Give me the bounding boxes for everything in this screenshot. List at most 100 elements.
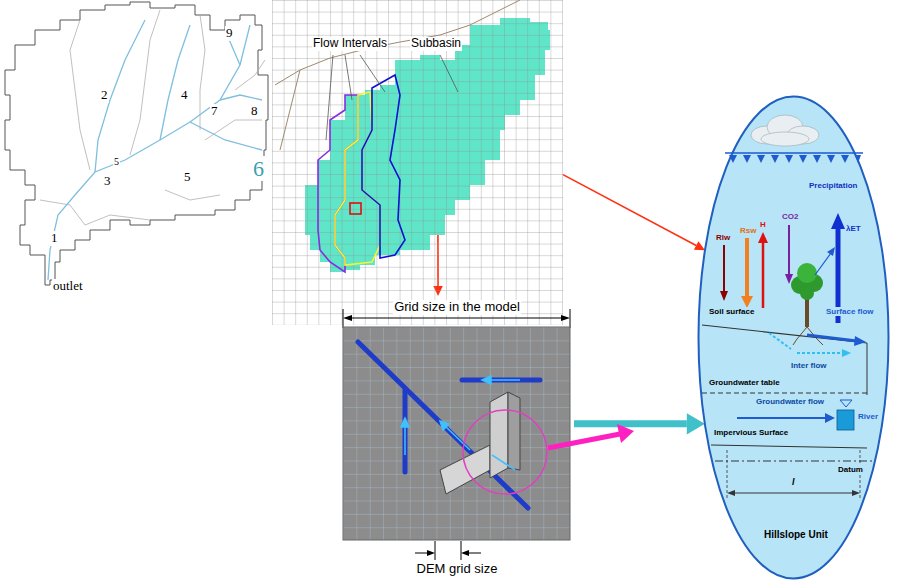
hillslope-ellipse (725, 152, 863, 154)
hillslope-ellipse (723, 245, 725, 293)
river-network (160, 25, 190, 140)
river-network (220, 95, 262, 100)
model-grid-cell (343, 309, 570, 560)
watershed-map (5, 2, 268, 285)
model-grid-cell (461, 541, 462, 560)
node-label: CO2 (781, 212, 799, 221)
model-grid-cell (343, 327, 570, 540)
hillslope-ellipse (797, 352, 843, 354)
magenta-arrow (548, 424, 634, 448)
hillslope-block (490, 392, 508, 478)
hillslope-ellipse (727, 450, 728, 499)
hillslope-ellipse (842, 349, 851, 357)
rain-arrows (771, 155, 779, 163)
hillslope-ellipse (702, 393, 867, 394)
hillslope-ellipse (815, 253, 831, 275)
model-grid-cell (427, 550, 435, 556)
rain-arrows (729, 155, 737, 163)
flow-arrow (574, 413, 705, 434)
flow-arrow (563, 175, 705, 251)
hillslope-ellipse (733, 493, 854, 494)
node-label: Soil surface (708, 307, 755, 316)
flow-arrows (490, 379, 520, 381)
flow-arrows (445, 426, 470, 450)
tree (797, 263, 817, 283)
node-label: River (857, 412, 879, 421)
callout-number: outlet (52, 279, 84, 294)
node-label: DEM grid size (416, 562, 499, 577)
subbasin-grid (350, 203, 361, 214)
hillslope-ellipse (711, 445, 867, 448)
node-label: Datum (837, 465, 864, 474)
subbasin-grid (272, 0, 563, 325)
rain-arrows (785, 155, 793, 163)
model-grid-cell (343, 315, 352, 321)
subbasin-grid (335, 92, 380, 265)
leader-lines (440, 55, 458, 92)
callout-number: 1 (50, 231, 59, 246)
flow-paths (358, 342, 540, 508)
hillslope-ellipse (727, 490, 735, 496)
hillslope-ellipse (769, 333, 791, 349)
hillslope-ellipse (837, 410, 854, 430)
model-grid-cell (463, 410, 547, 494)
arrow-head (694, 241, 705, 250)
hillslope-ellipse (720, 291, 728, 301)
hillslope-ellipse (745, 238, 749, 298)
magenta-arrow (617, 424, 634, 443)
rain-arrows (743, 155, 751, 163)
hillslope-block (508, 392, 520, 470)
river-network (48, 20, 262, 280)
rain-arrows (855, 155, 861, 163)
hillslope-ellipse (831, 213, 845, 229)
arrow-shaft (574, 420, 687, 427)
node-label: Grid size in the model (393, 300, 521, 315)
hillslope-ellipse (860, 450, 861, 499)
rain-arrows (799, 155, 807, 163)
hillslope-ellipse (697, 95, 890, 580)
flow-paths (358, 342, 528, 508)
subbasin-grid (275, 0, 520, 85)
arrow-shaft (563, 175, 696, 246)
node-label: H (759, 220, 767, 229)
node-label: Precipitation (808, 181, 858, 190)
flow-arrows (401, 418, 409, 427)
node-label: Inter flow (790, 361, 828, 370)
node-label: λET (845, 224, 862, 233)
tree (791, 263, 823, 345)
node-label: l (791, 477, 796, 487)
rain-arrows (813, 155, 821, 163)
leader-lines (326, 55, 458, 140)
callout-number: 3 (103, 174, 112, 189)
node-label: Groundwater flow (755, 397, 825, 406)
model-grid-cell: Grid size in the modelDEM grid size (340, 296, 574, 580)
model-grid-cell (343, 327, 570, 540)
hillslope-unit-ellipse: PrecipitationRlwRswHCO2λETSoil surfaceSu… (697, 95, 890, 580)
hillslope-ellipse (788, 225, 790, 275)
flow-paths (462, 378, 540, 383)
flow-arrows (440, 421, 449, 430)
callout-number: 9 (225, 26, 234, 41)
subbasin-boundaries (40, 10, 265, 225)
hillslope-ellipse (852, 490, 860, 496)
river-network (48, 25, 250, 280)
node-label: Hillslope Unit (763, 529, 829, 541)
subbasin-grid (280, 70, 300, 150)
subbasin-boundaries (70, 20, 90, 170)
callout-number: 8 (250, 104, 259, 119)
node-label: Groundwater table (708, 378, 781, 387)
subbasin-grid (318, 95, 358, 272)
hillslope-ellipse (762, 241, 765, 308)
callout-number: 5 (183, 170, 192, 185)
river-network (190, 122, 262, 150)
flow-paths (403, 390, 408, 472)
rain-arrows (827, 155, 835, 163)
model-grid-cell (461, 550, 469, 556)
node-label: Impervious Surface (713, 428, 789, 437)
node-label: Rsw (739, 226, 757, 235)
hillslope-ellipse (715, 461, 872, 462)
cloud (751, 115, 819, 146)
subbasin-boundaries (205, 120, 262, 140)
leader-lines (326, 55, 333, 140)
subbasin-boundaries (130, 10, 160, 155)
